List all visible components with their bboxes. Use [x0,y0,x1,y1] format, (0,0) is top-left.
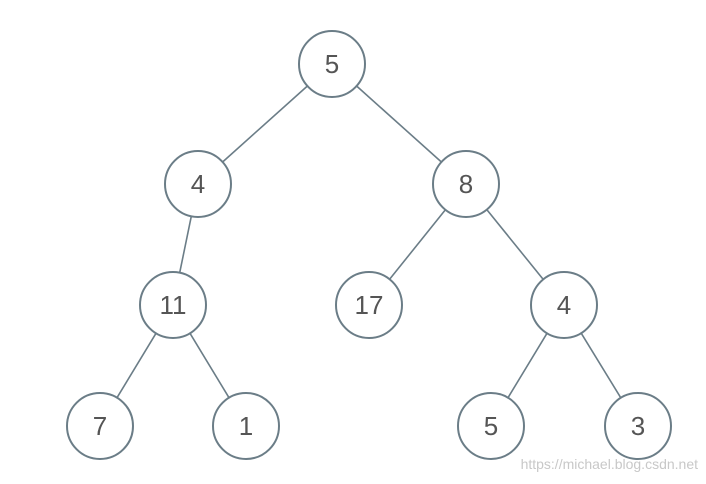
tree-edge-n2-n4 [388,209,447,280]
tree-node: 1 [212,392,280,460]
tree-node-circle [530,271,598,339]
tree-edge-n5-n9 [580,332,622,399]
tree-edge-n0-n2 [356,85,442,163]
tree-edge-n3-n6 [116,332,157,399]
tree-node-label: 3 [631,411,645,441]
tree-edge-n2-n5 [486,209,544,280]
tree-node-circle [212,392,280,460]
tree-node-circle [457,392,525,460]
tree-node-label: 7 [93,411,107,441]
tree-node: 5 [298,30,366,98]
watermark-text: https://michael.blog.csdn.net [520,456,698,472]
tree-node: 8 [432,150,500,218]
tree-edge-n3-n7 [189,332,230,399]
tree-node-circle [139,271,207,339]
tree-node-circle [432,150,500,218]
tree-node-label: 17 [355,290,384,320]
tree-edges [116,85,622,399]
tree-node: 4 [530,271,598,339]
tree-edge-n1-n3 [178,216,193,273]
tree-node-label: 4 [191,169,205,199]
tree-node-circle [298,30,366,98]
tree-node: 7 [66,392,134,460]
tree-node-label: 1 [239,411,253,441]
tree-node-circle [335,271,403,339]
tree-node-label: 4 [557,290,571,320]
tree-node-label: 8 [459,169,473,199]
tree-node: 4 [164,150,232,218]
tree-node-label: 11 [160,290,187,320]
tree-edge-n5-n8 [507,332,548,399]
tree-node-label: 5 [484,411,498,441]
tree-nodes: 5 4 8 11 17 4 7 1 5 3 [66,30,672,460]
tree-node: 3 [604,392,672,460]
tree-node-circle [164,150,232,218]
tree-node-circle [604,392,672,460]
tree-node: 5 [457,392,525,460]
tree-node: 17 [335,271,403,339]
tree-edge-n0-n1 [222,85,308,163]
tree-node: 11 [139,271,207,339]
tree-node-label: 5 [325,49,339,79]
tree-node-circle [66,392,134,460]
